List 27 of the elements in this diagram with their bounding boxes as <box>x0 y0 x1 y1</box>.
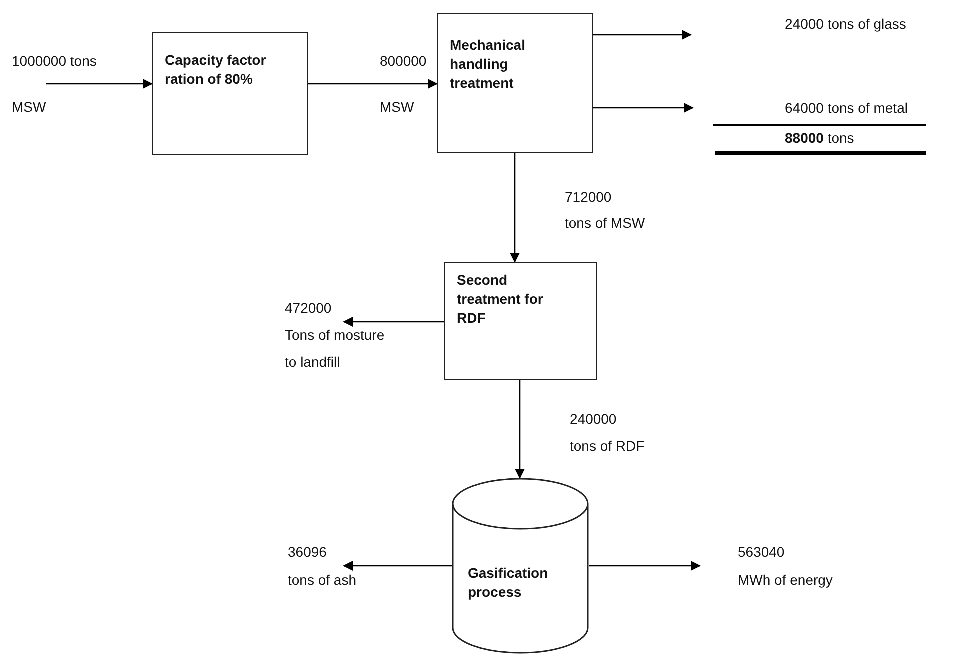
process-cylinder <box>452 478 589 654</box>
node-label: Gasification process <box>468 564 550 602</box>
arrow <box>343 317 444 327</box>
edge-label: 36096 tons of ash <box>288 543 358 590</box>
flow-quantity: 88000 tons <box>785 130 854 146</box>
node-label: Second treatment for RDF <box>457 271 544 328</box>
flow-quantity: 24000 tons of glass <box>785 16 906 32</box>
edge-label: 472000 Tons of mosture to landfill <box>285 299 386 372</box>
process-box <box>444 262 597 380</box>
arrow <box>593 30 692 40</box>
edge-label: 712000 tons of MSW <box>565 188 646 233</box>
arrow <box>589 561 701 571</box>
arrow <box>593 103 694 113</box>
flow-quantity: 64000 tons of metal <box>785 100 908 116</box>
arrow <box>515 380 525 479</box>
process-box <box>437 13 593 153</box>
edge-label: 240000 tons of RDF <box>570 410 646 456</box>
arrow <box>510 153 520 263</box>
arrow <box>46 79 153 89</box>
arrow <box>343 561 452 571</box>
node-label: Mechanical handling treatment <box>450 36 526 93</box>
node-label: Capacity factor ration of 80% <box>165 51 268 89</box>
process-box <box>152 32 308 155</box>
arrow <box>308 79 438 89</box>
edge-label: 1000000 tons MSW <box>12 52 98 117</box>
edge-label: 563040 MWh of energy <box>738 543 834 590</box>
edge-label: 800000 MSW <box>380 52 428 117</box>
